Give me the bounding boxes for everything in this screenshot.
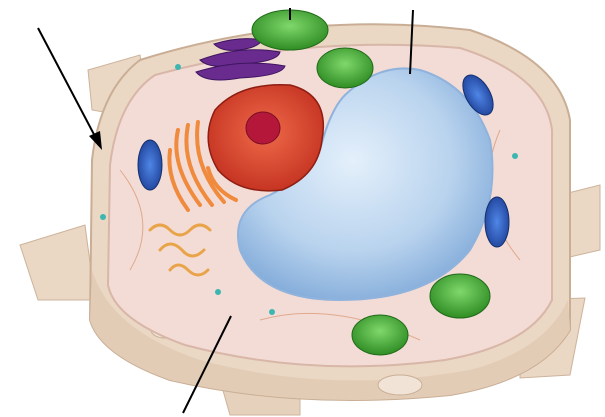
- mitochondrion: [138, 140, 162, 190]
- chloroplast: [352, 315, 408, 355]
- nucleus: [208, 85, 323, 191]
- mitochondrion: [485, 197, 509, 247]
- nucleolus: [246, 112, 280, 144]
- chloroplast: [317, 48, 373, 88]
- chloroplast: [430, 274, 490, 318]
